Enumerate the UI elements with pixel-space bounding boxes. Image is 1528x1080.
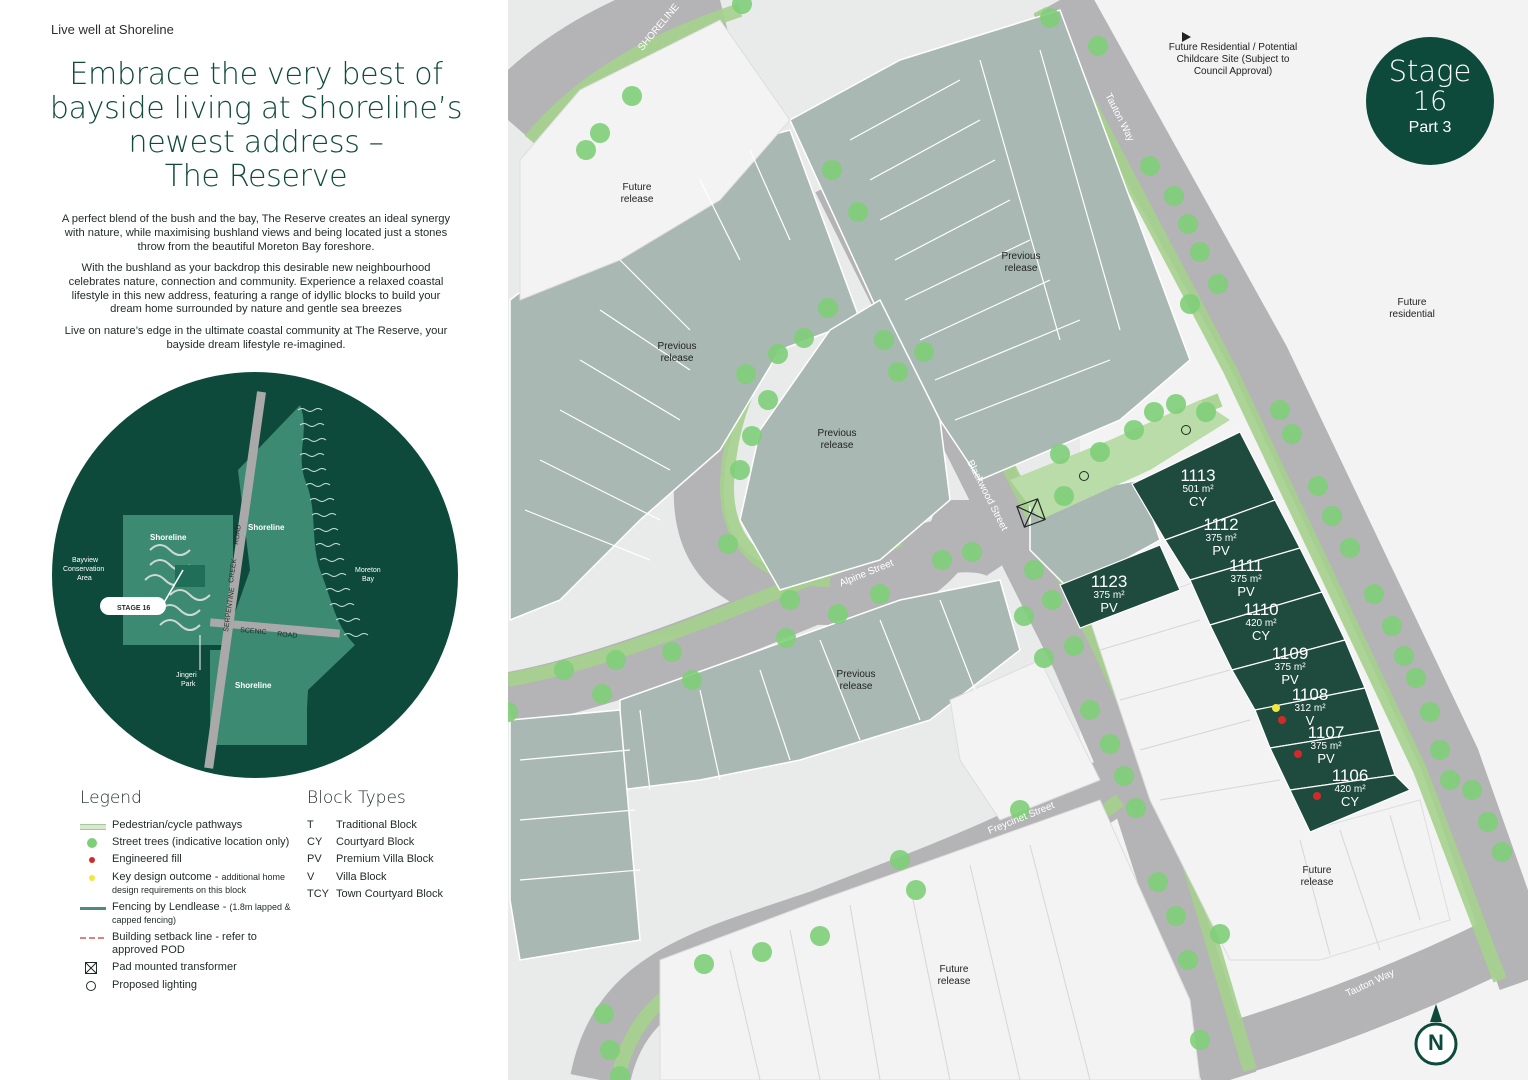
locator-bayview-2: Conservation [63,566,104,573]
locator-road1: ROAD [233,524,243,545]
locator-jingeri-2: Park [181,681,196,688]
label-future-residential: Future residential [1389,297,1435,320]
masterplan-drawing [508,0,1528,1080]
block-types-title: Block Types [307,788,406,808]
locator-bayview-1: Bayview [72,557,99,564]
setback-icon [80,933,104,943]
masterplan-map: SHORELINE Tauton Way Blackwood Street Al… [508,0,1528,1080]
locator-shoreline-west: Shoreline [150,533,187,542]
proposed-light [1079,471,1089,481]
north-arrow-label: N [1428,1030,1444,1055]
tree-icon [80,838,104,848]
future-release-lots [519,19,1451,1080]
label-future-residential-childcare: Future Residential / Potential Childcare… [1168,42,1298,77]
stage-badge-title: Stage [1388,54,1472,88]
locator-scenic: SCENIC [240,627,267,636]
headline-line: Embrace the very best of [69,57,443,92]
stage-badge: Stage 16 Part 3 [1366,37,1494,165]
lot-1106-shape [1289,774,1412,833]
fence-icon [80,903,106,913]
scenic-road [209,618,341,638]
available-lots [1059,431,1412,833]
pathway-icon [80,821,106,831]
north-arrow [1414,1004,1458,1066]
triangle-marker-icon [1182,32,1191,42]
locator-bayview-3: Area [77,575,92,582]
engineered-fill-marker [1294,750,1302,758]
shoreline-road [508,0,729,144]
stage16-pill [100,597,166,615]
label-future-release-s: Future release [937,964,971,987]
headline-line: bayside living at Shoreline’s [49,91,463,126]
stage-badge-part: Part 3 [1408,119,1452,136]
light-icon [80,981,104,991]
locator-map: Shoreline Shoreline Shoreline Moreton Ba… [52,372,458,778]
stage16-pill-label: STAGE 16 [117,605,150,612]
locator-moreton-bay-1: Moreton [355,567,381,574]
future-lot-dividers [729,619,1421,1080]
stage-badge-number: 16 [1412,86,1448,117]
key-design-marker [1272,704,1280,712]
brand-tagline: Live well at Shoreline [51,22,174,37]
wave-marks [297,408,369,637]
legend-title: Legend [80,788,142,808]
pad-transformer [1016,498,1046,528]
locator-shoreline-south: Shoreline [235,681,272,690]
engineered-fill-marker [1313,792,1321,800]
label-previous-release-s: Previous release [836,669,876,692]
serpentine-creek-road [204,391,267,769]
red-dot-icon [80,855,104,865]
previous-release-lots [509,9,1191,961]
locator-road2: ROAD [277,631,298,640]
street-trees [508,0,1512,1080]
transformer-icon [80,962,104,974]
locator-creek: CREEK [228,558,238,583]
engineered-fill-marker [1278,716,1286,724]
label-previous-release-center: Previous release [817,428,857,451]
locator-shoreline-east: Shoreline [248,523,285,532]
yellow-dot-icon [80,873,104,883]
intro-paragraph: Live on nature’s edge in the ultimate co… [64,325,448,351]
stage16-pointer [161,569,184,607]
headline-line: The Reserve [164,159,348,194]
label-previous-release-w: Previous release [657,341,697,364]
coast-waves [298,398,390,645]
proposed-light [1181,425,1191,435]
label-previous-release-n: Previous release [1001,251,1041,274]
tauton-way-road [1033,0,1528,991]
page-headline: Embrace the very best of bayside living … [40,58,472,194]
locator-jingeri-1: Jingeri [176,672,197,679]
headline-line: newest address – [128,125,384,160]
label-future-release-se: Future release [1300,865,1334,888]
intro-paragraph: With the bushland as your backdrop this … [68,262,444,316]
lot-1123-shape [1059,544,1181,629]
label-future-release-nw: Future release [620,182,654,205]
locator-moreton-bay-2: Bay [362,576,375,583]
lot-dividers [519,49,1121,881]
intro-paragraph: A perfect blend of the bush and the bay,… [61,213,451,253]
info-panel: Live well at Shoreline Embrace the very … [0,0,508,1080]
